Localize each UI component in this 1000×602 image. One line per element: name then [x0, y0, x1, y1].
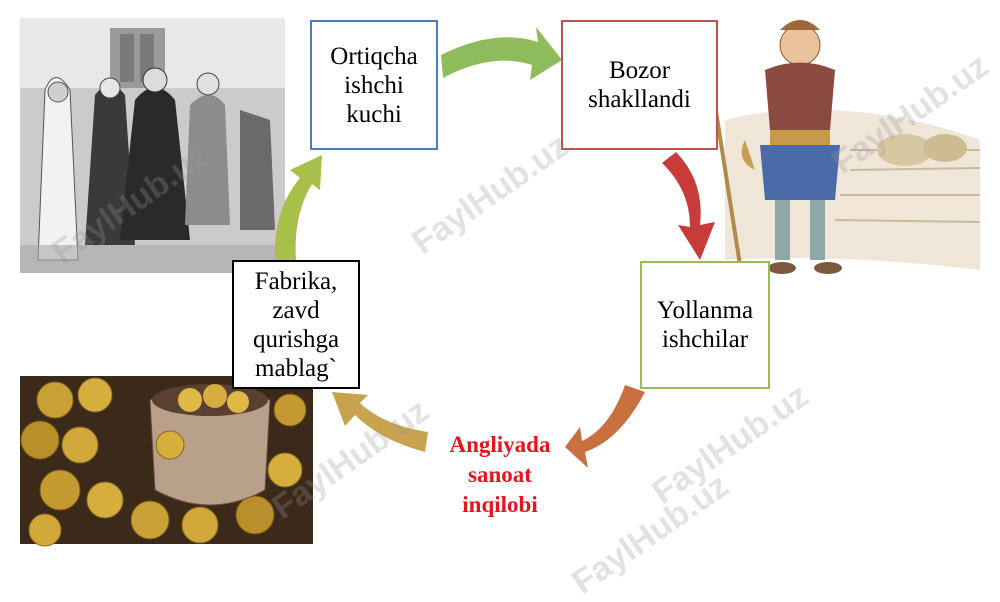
- node-hired-workers: Yollanma ishchilar: [640, 261, 770, 389]
- node-market-formed: Bozor shakllandi: [561, 20, 718, 150]
- node-surplus-labor: Ortiqcha ishchi kuchi: [310, 20, 438, 150]
- gold-coins-illustration: [20, 376, 313, 547]
- node-factory-funds: Fabrika, zavd qurishga mablag`: [232, 260, 360, 389]
- arrow-center-to-factory: [332, 392, 428, 452]
- diagram-canvas: Ortiqcha ishchi kuchi Bozor shakllandi Y…: [20, 18, 996, 602]
- peasant-illustration: [706, 20, 981, 274]
- medieval-court-illustration: [20, 18, 285, 273]
- arrow-hired-to-center: [565, 385, 645, 468]
- arrow-market-to-hired: [662, 152, 715, 260]
- center-label: Angliyada sanoat inqilobi: [449, 432, 551, 517]
- cycle-arrows: [274, 27, 715, 468]
- arrow-surplus-to-market: [441, 27, 562, 80]
- arrow-factory-to-surplus: [274, 155, 322, 260]
- illustrations-layer: [20, 18, 981, 547]
